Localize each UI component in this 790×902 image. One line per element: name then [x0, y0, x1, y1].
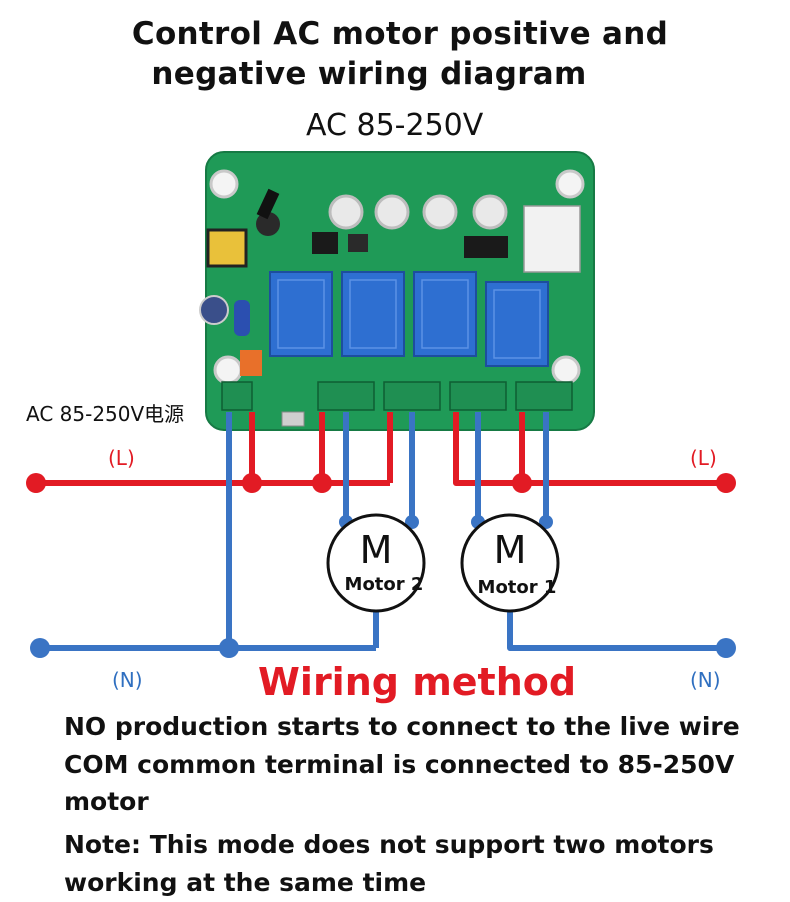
- ic-chip: [464, 236, 508, 258]
- note-line-1: NO production starts to connect to the l…: [64, 712, 740, 741]
- power-terminal: [221, 381, 253, 411]
- neutral-wires: [40, 412, 726, 651]
- relay-terminal: [515, 381, 573, 411]
- button-3: [422, 194, 458, 230]
- transformer: [206, 228, 248, 268]
- capacitor: [199, 295, 229, 325]
- relay-3: [413, 271, 477, 357]
- relay-terminal: [317, 381, 375, 411]
- board-power-label: AC 85-250V电源: [26, 402, 185, 426]
- mounting-hole: [209, 169, 239, 199]
- motor-2-name: Motor 2: [345, 574, 424, 595]
- wiring-method-heading: Wiring method: [258, 660, 577, 704]
- neutral-right-label: (N): [690, 668, 721, 692]
- relay-2: [341, 271, 405, 357]
- diagram-title: Control AC motor positive and negative w…: [0, 14, 790, 94]
- motor-1: M Motor 1: [460, 513, 560, 613]
- live-wires: [36, 412, 726, 486]
- motor-1-letter: M: [494, 528, 527, 572]
- motor-2-letter: M: [360, 528, 393, 572]
- title-line-2: negative wiring diagram: [151, 56, 587, 92]
- button-4: [472, 194, 508, 230]
- relay-1: [269, 271, 333, 357]
- button-1: [328, 194, 364, 230]
- antenna: [256, 212, 280, 236]
- mounting-hole: [551, 355, 581, 385]
- title-line-1: Control AC motor positive and: [131, 16, 669, 52]
- mounting-hole: [555, 169, 585, 199]
- voltage-label: AC 85-250V: [306, 108, 484, 143]
- live-left-label: (L): [108, 446, 135, 470]
- wifi-module: [523, 205, 581, 273]
- motor-2: M Motor 2: [326, 513, 426, 613]
- motor-1-name: Motor 1: [478, 577, 557, 598]
- relay-terminal: [449, 381, 507, 411]
- button-2: [374, 194, 410, 230]
- note-line-2: COM common terminal is connected to 85-2…: [64, 750, 735, 816]
- note-line-3: Note: This mode does not support two mot…: [64, 830, 714, 897]
- relay-terminal: [383, 381, 441, 411]
- live-right-label: (L): [690, 446, 717, 470]
- mounting-hole: [213, 355, 243, 385]
- instructions: NO production starts to connect to the l…: [64, 708, 780, 902]
- usb-port: [281, 411, 305, 427]
- relay-module-board: [199, 151, 595, 431]
- live-junctions: [26, 473, 736, 493]
- relay-4: [485, 281, 549, 367]
- neutral-junctions: [30, 515, 736, 658]
- neutral-left-label: (N): [112, 668, 143, 692]
